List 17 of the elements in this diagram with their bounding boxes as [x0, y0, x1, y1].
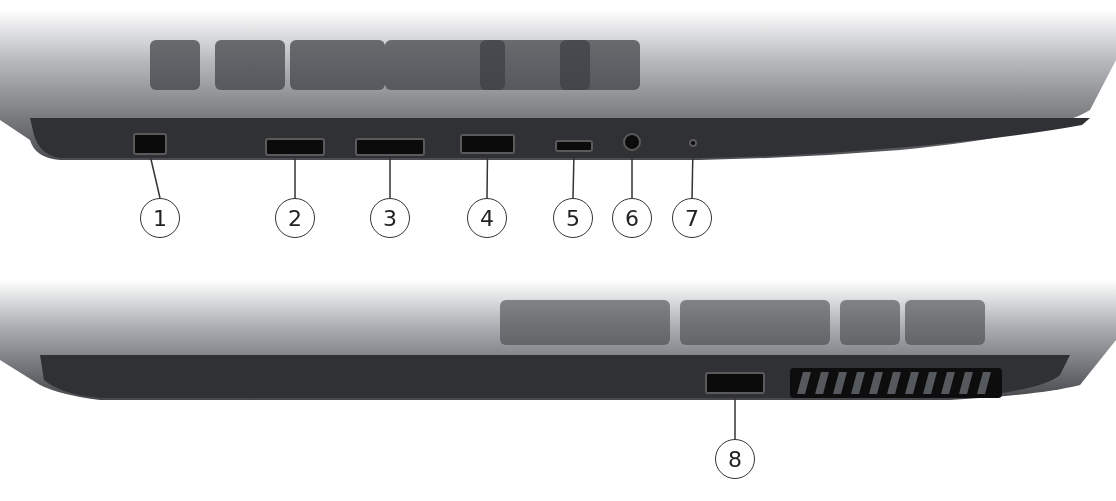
callout-number: 3 — [370, 198, 410, 238]
callout-number: 7 — [672, 198, 712, 238]
callout-number: 5 — [553, 198, 593, 238]
callout-number: 4 — [467, 198, 507, 238]
callout-number: 2 — [275, 198, 315, 238]
port-socket — [133, 133, 167, 155]
port-socket — [265, 138, 325, 156]
leader-line — [389, 155, 391, 199]
callout-number: 6 — [612, 198, 652, 238]
port-socket — [705, 372, 765, 394]
callout-number: 8 — [715, 439, 755, 479]
callout-number: 1 — [140, 198, 180, 238]
port-socket — [460, 134, 515, 154]
jack-port — [689, 139, 697, 147]
port-socket — [355, 138, 425, 156]
leader-line — [294, 155, 296, 199]
port-socket — [555, 140, 593, 152]
